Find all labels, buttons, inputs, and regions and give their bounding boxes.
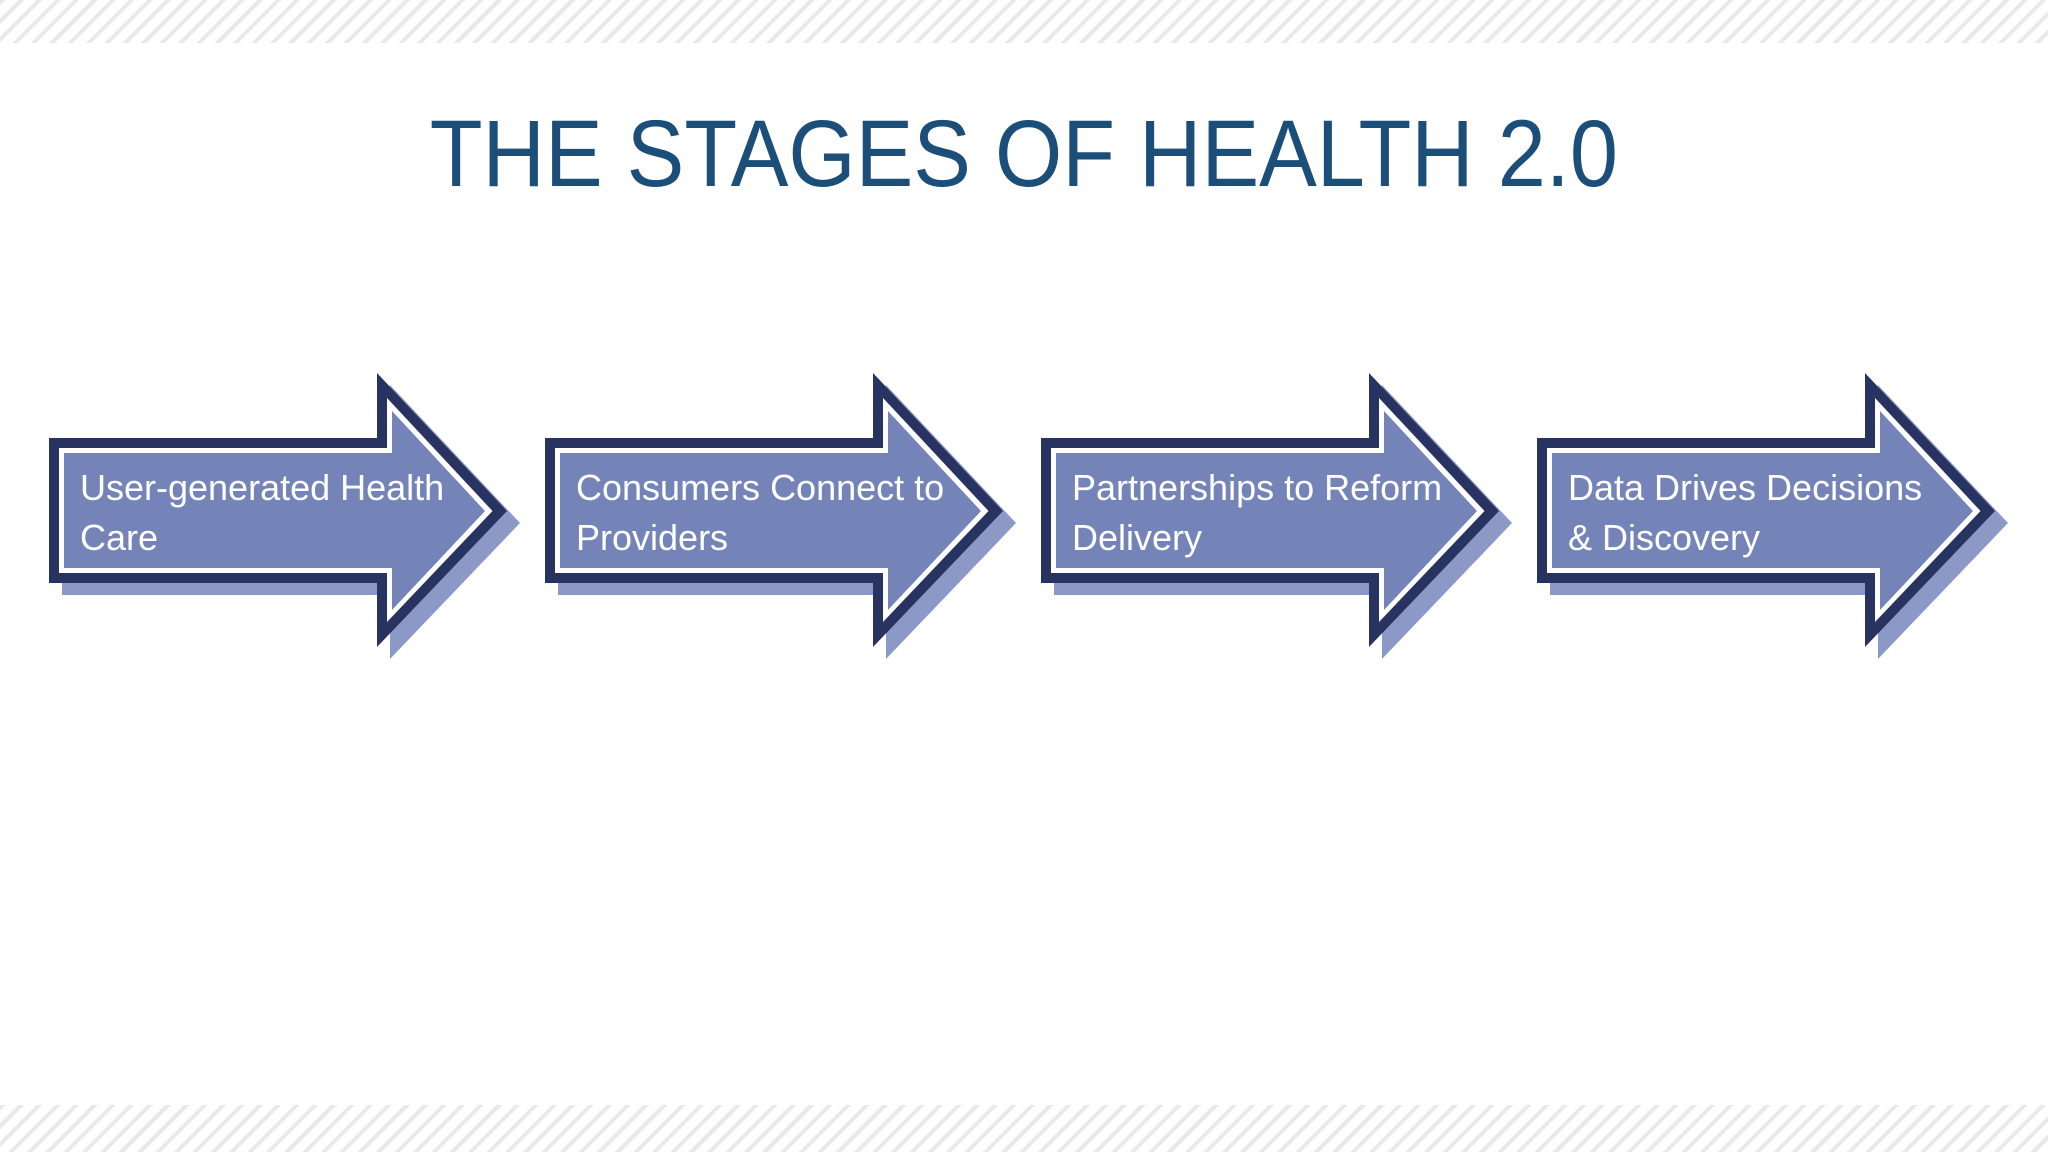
stage-label-line: Data Drives Decisions	[1568, 467, 1923, 508]
top-stripe-band	[0, 0, 2048, 43]
slide-title: THE STAGES OF HEALTH 2.0	[429, 101, 1619, 207]
stage-arrow-2: Consumers Connect to Providers	[532, 360, 1032, 675]
stage-label-line: Providers	[576, 517, 729, 558]
stage-label-line: & Discovery	[1568, 517, 1761, 558]
stage-label: Consumers Connect to Providers	[576, 438, 1006, 583]
stage-label-line: Partnerships to Reform	[1072, 467, 1443, 508]
stage-arrow-1: User-generated Health Care	[36, 360, 536, 675]
stage-label-line: Care	[80, 517, 159, 558]
stage-arrow-3: Partnerships to Reform Delivery	[1028, 360, 1528, 675]
bottom-stripe-band	[0, 1105, 2048, 1152]
stage-label: Partnerships to Reform Delivery	[1072, 438, 1502, 583]
stage-label-line: Delivery	[1072, 517, 1203, 558]
title-row: THE STAGES OF HEALTH 2.0	[0, 104, 2048, 204]
stage-label: Data Drives Decisions & Discovery	[1568, 438, 1998, 583]
stage-label: User-generated Health Care	[80, 438, 510, 583]
stage-label-line: User-generated Health	[80, 467, 445, 508]
stage-arrow-4: Data Drives Decisions & Discovery	[1524, 360, 2024, 675]
stage-label-line: Consumers Connect to	[576, 467, 945, 508]
